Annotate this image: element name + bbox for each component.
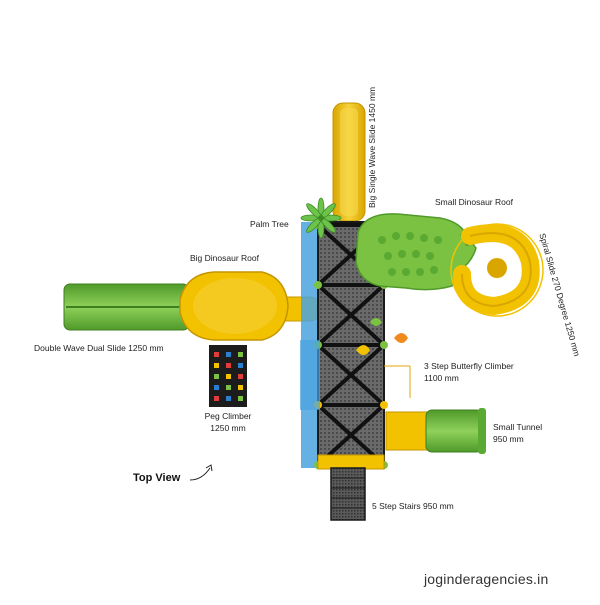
label-small-tunnel: Small Tunnel [493,422,543,432]
label-butterfly-climber-size: 1100 mm [424,373,459,383]
central-tower [300,221,388,469]
label-peg-climber: Peg Climber [204,411,252,421]
label-peg-climber-size: 1250 mm [210,423,246,433]
big-dinosaur-roof [179,271,321,341]
double-wave-dual-slide [63,283,190,331]
five-step-stairs [330,467,366,521]
small-tunnel [385,408,486,454]
label-stairs: 5 Step Stairs 950 mm [372,501,454,511]
label-big-single-wave-slide: Big Single Wave Slide 1450 mm [367,86,377,208]
label-butterfly-climber: 3 Step Butterfly Climber [424,361,514,371]
top-view-arrow-icon [189,467,211,481]
watermark: joginderagencies.in [424,571,549,587]
peg-climber [209,345,247,407]
label-double-wave-dual-slide: Double Wave Dual Slide 1250 mm [34,343,164,353]
spiral-slide [450,223,544,317]
palm-tree [300,197,342,239]
butterfly-leader-line [384,365,411,398]
caption-top-view: Top View [133,472,181,484]
label-small-tunnel-size: 950 mm [493,434,524,444]
label-small-dinosaur-roof: Small Dinosaur Roof [435,197,513,207]
label-big-dinosaur-roof: Big Dinosaur Roof [190,253,259,263]
butterfly-climber [356,318,408,355]
small-dinosaur-roof [355,213,477,291]
big-single-wave-slide [332,102,366,222]
label-palm-tree: Palm Tree [250,219,289,229]
lower-platform [317,454,385,470]
